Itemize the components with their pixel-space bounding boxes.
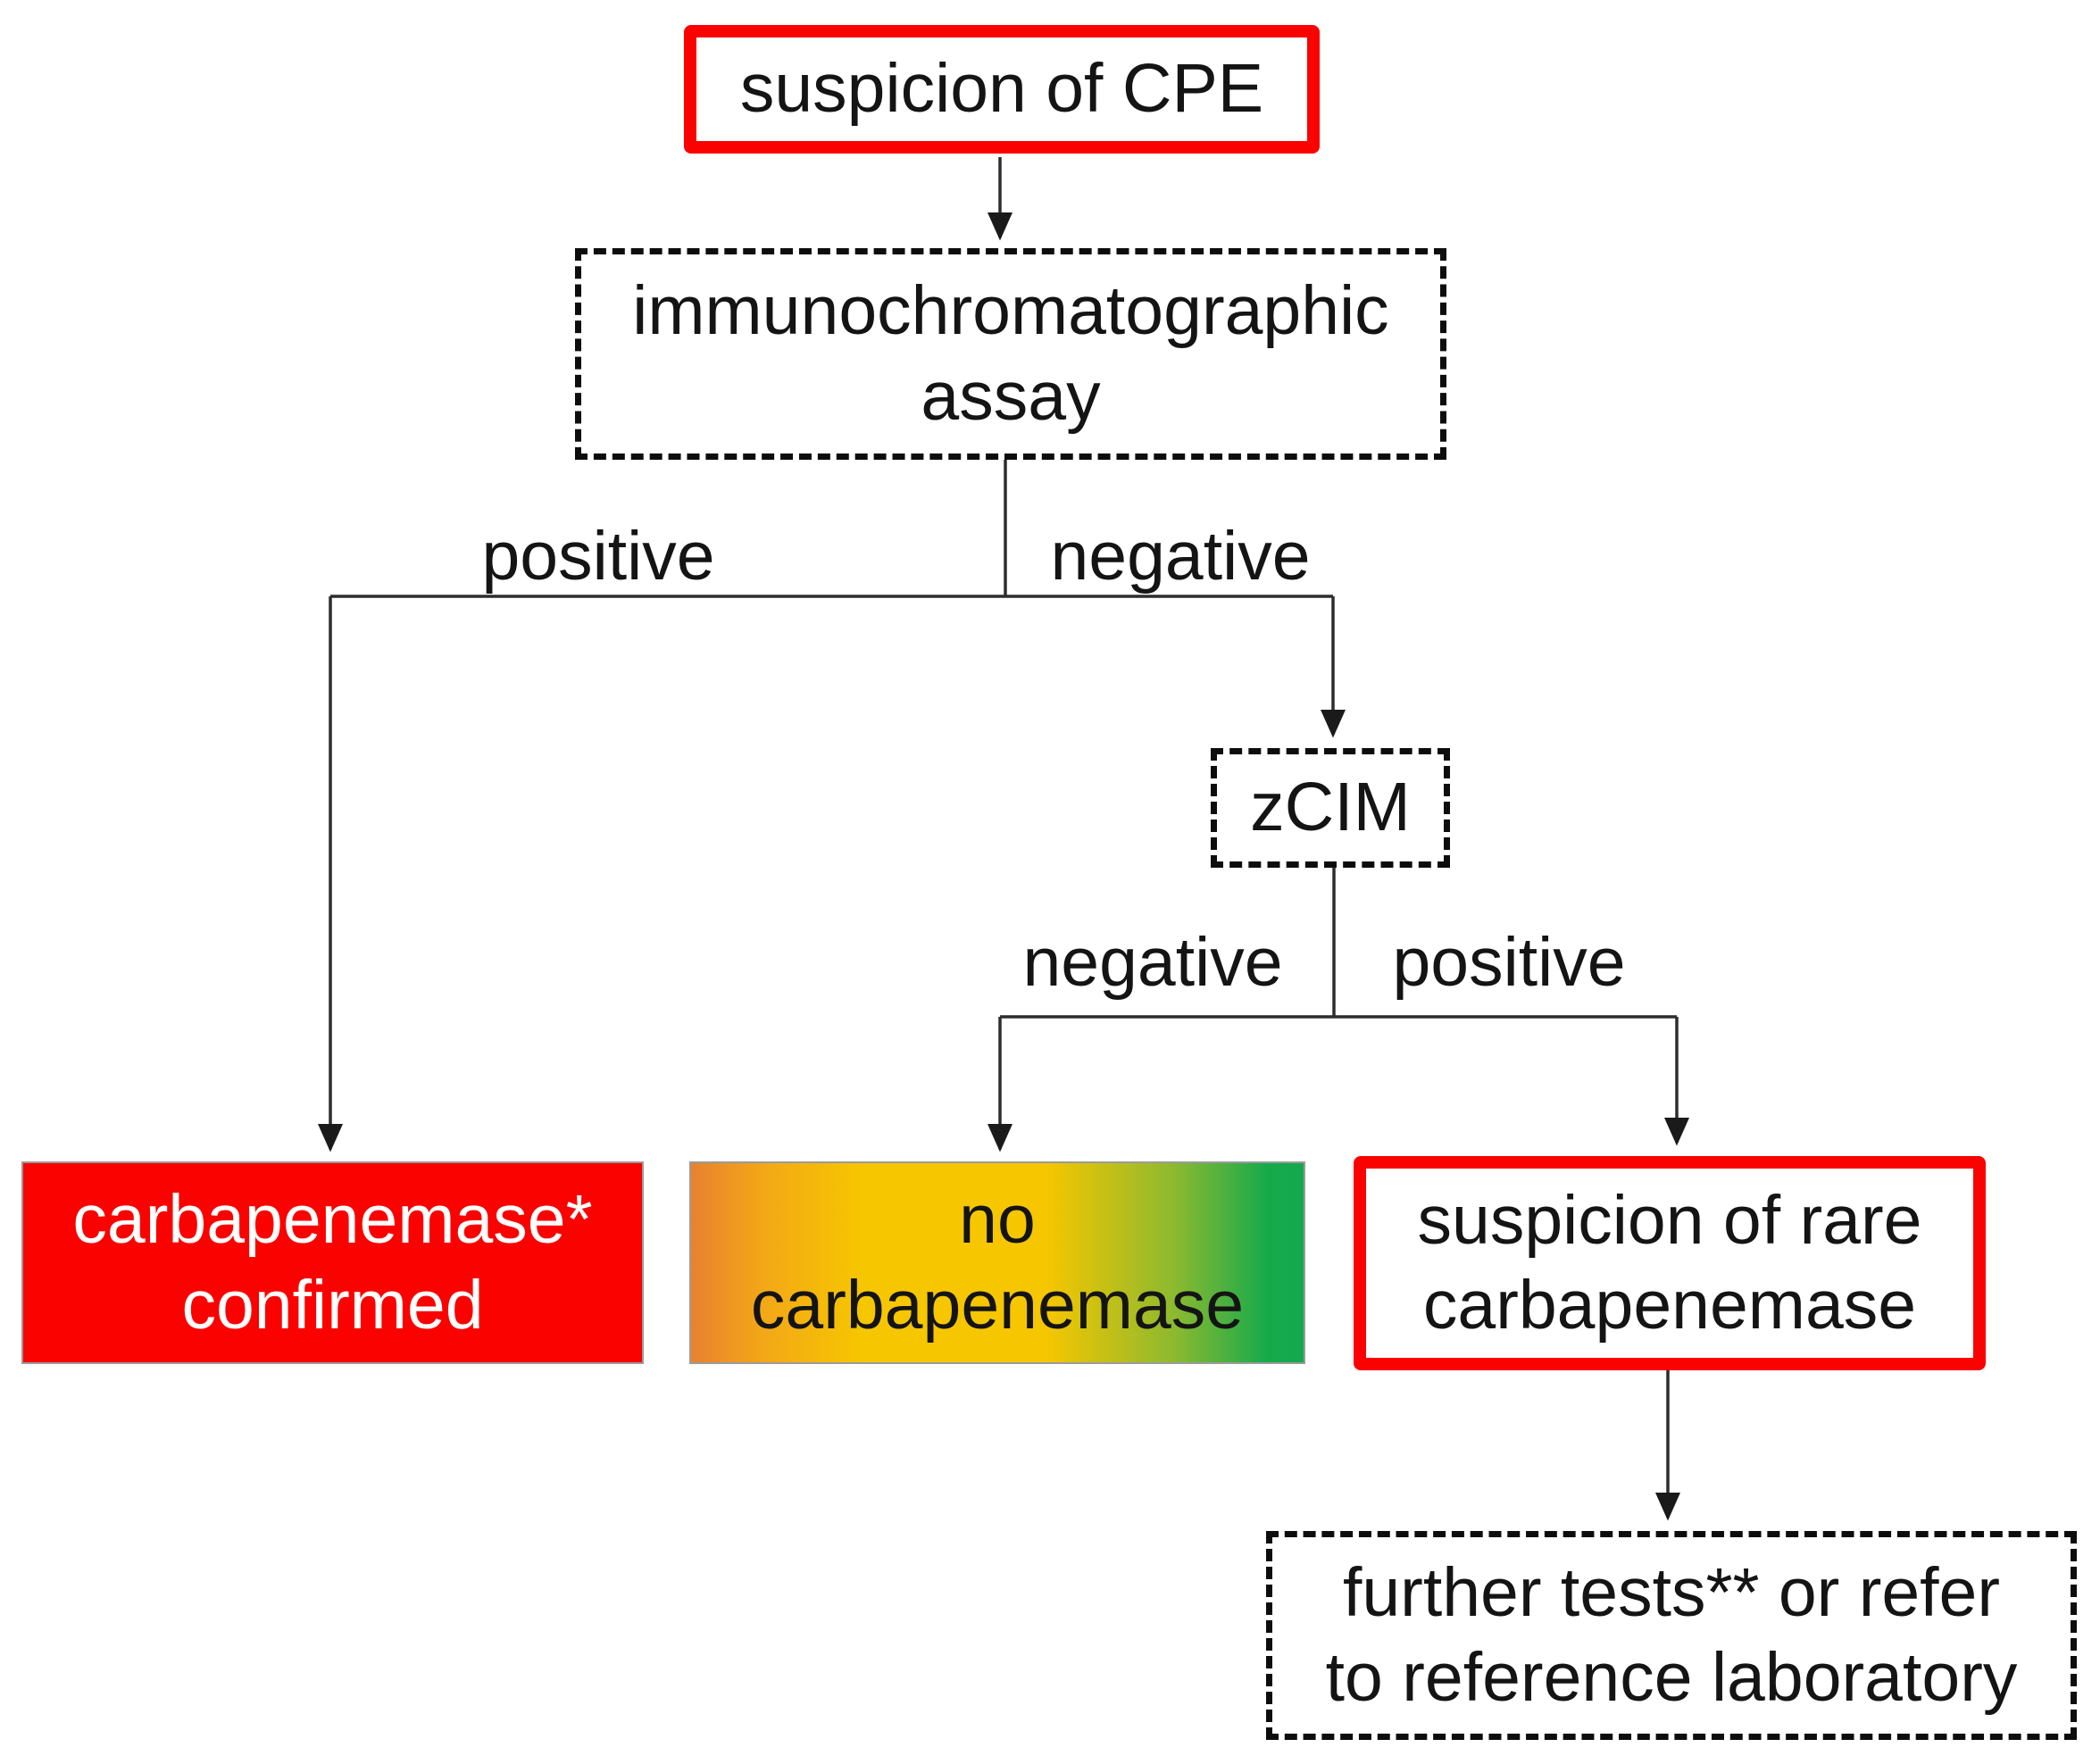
node-label-line2: assay xyxy=(921,357,1101,435)
edge-label-zcim-positive: positive xyxy=(1392,924,1626,1001)
node-immunochromatographic-assay: immunochromatographic assay xyxy=(575,248,1446,460)
node-label: suspicion of CPE xyxy=(739,50,1264,128)
node-suspicion-of-rare-carbapenemase: suspicion of rare carbapenemase xyxy=(1354,1156,1986,1370)
node-label-line2: carbapenemase xyxy=(1422,1267,1917,1344)
node-zcim: zCIM xyxy=(1211,748,1450,868)
node-label: zCIM xyxy=(1250,769,1411,846)
node-label-line1: further tests** or refer xyxy=(1342,1553,2001,1631)
node-label-line1: suspicion of rare xyxy=(1417,1181,1922,1259)
node-suspicion-of-cpe: suspicion of CPE xyxy=(684,25,1320,154)
node-carbapenemase-confirmed: carbapenemase* confirmed xyxy=(21,1161,644,1364)
node-label-line2: confirmed xyxy=(181,1266,484,1344)
node-label-line2: carbapenemase xyxy=(750,1266,1245,1344)
node-label-line1: no xyxy=(959,1181,1036,1259)
edge-label-zcim-negative: negative xyxy=(1022,924,1283,1001)
node-label-line1: immunochromatographic xyxy=(632,272,1389,350)
node-label-line1: carbapenemase* xyxy=(72,1181,593,1259)
edge-label-assay-positive: positive xyxy=(481,518,715,595)
node-further-tests-or-reference-laboratory: further tests** or refer to reference la… xyxy=(1266,1531,2077,1740)
edge-label-assay-negative: negative xyxy=(1050,518,1311,595)
node-no-carbapenemase: no carbapenemase xyxy=(689,1161,1305,1364)
node-label-line2: to reference laboratory xyxy=(1325,1639,2018,1716)
